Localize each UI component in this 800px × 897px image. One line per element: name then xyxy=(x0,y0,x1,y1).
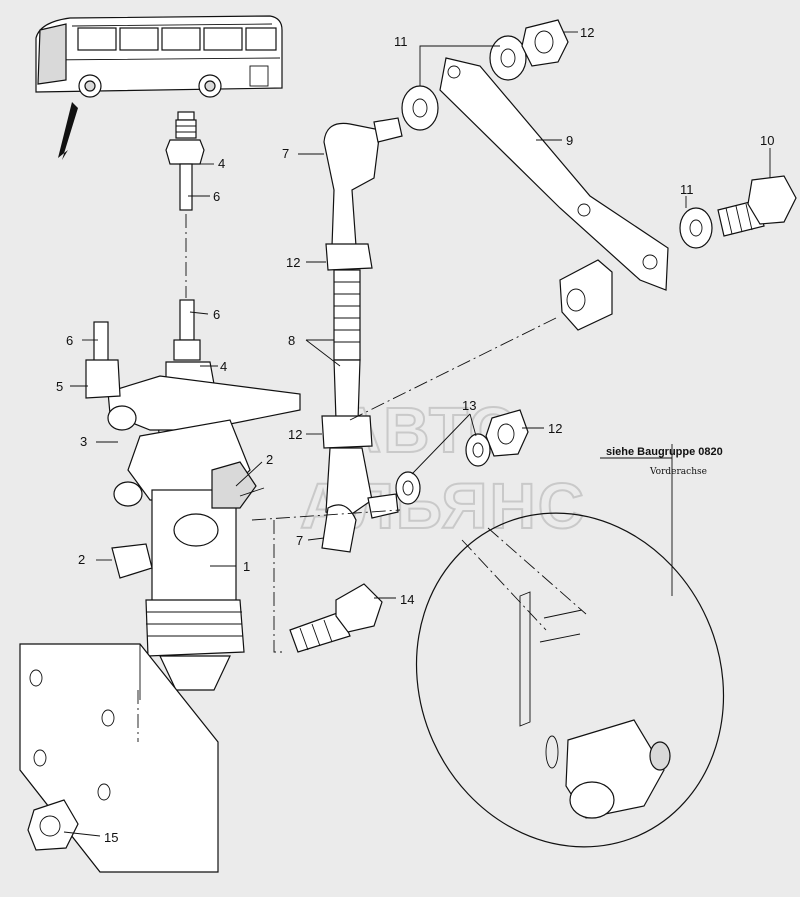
callout-6-upper: 6 xyxy=(213,189,220,204)
washer-13-a xyxy=(465,433,491,467)
callout-14: 14 xyxy=(400,592,414,607)
callout-10: 10 xyxy=(760,133,774,148)
bolt-14 xyxy=(289,583,383,653)
detail-view xyxy=(415,444,725,848)
callout-3: 3 xyxy=(80,434,87,449)
lever-arm xyxy=(439,57,669,291)
bus-icon xyxy=(35,15,283,98)
callout-13: 13 xyxy=(462,398,476,413)
bolt-2-lower xyxy=(111,543,153,579)
callout-11-upper: 11 xyxy=(394,34,408,49)
nut-12-mid xyxy=(485,409,529,457)
callout-7-upper: 7 xyxy=(282,146,289,161)
leader-lines xyxy=(63,31,771,837)
callout-9: 9 xyxy=(566,133,573,148)
washer-12-upper xyxy=(489,35,527,81)
washer-11-right xyxy=(679,207,713,249)
clamp-block xyxy=(559,259,613,331)
callout-11-right: 11 xyxy=(680,182,694,197)
callout-4-upper: 4 xyxy=(218,156,225,171)
sensor-upper xyxy=(165,111,205,211)
callout-15: 15 xyxy=(104,830,118,845)
linkage-rod xyxy=(321,117,403,553)
callouts: 1 2 2 3 4 4 5 6 6 6 7 7 8 9 10 11 11 12 … xyxy=(56,25,774,845)
callout-12-top: 12 xyxy=(580,25,594,40)
front-axle-label: Vorderachse xyxy=(649,467,707,477)
centerline-mid xyxy=(349,317,557,421)
callout-12-rod-upper: 12 xyxy=(286,255,300,270)
bolt-10 xyxy=(717,175,797,237)
centerline-bolt14 xyxy=(273,520,286,653)
callout-12-mid: 12 xyxy=(548,421,562,436)
leveling-valve xyxy=(107,299,301,691)
callout-1: 1 xyxy=(243,559,250,574)
callout-8: 8 xyxy=(288,333,295,348)
callout-7-lower: 7 xyxy=(296,533,303,548)
callout-4-lower: 4 xyxy=(220,359,227,374)
washer-11-upper xyxy=(401,85,439,131)
callout-5: 5 xyxy=(56,379,63,394)
callout-6-mid: 6 xyxy=(213,307,220,322)
direction-arrow-icon xyxy=(58,102,78,160)
see-assembly-note: siehe Baugruppe 0820 xyxy=(606,446,723,458)
callout-2-lower: 2 xyxy=(78,552,85,567)
callout-6-left: 6 xyxy=(66,333,73,348)
nut-12-upper xyxy=(521,19,569,67)
nut-15 xyxy=(27,799,79,851)
sensor-left xyxy=(85,321,121,399)
centerline-valve xyxy=(251,509,401,521)
callout-2-upper: 2 xyxy=(266,452,273,467)
washer-13-b xyxy=(395,471,421,505)
callout-12-rod-lower: 12 xyxy=(288,427,302,442)
